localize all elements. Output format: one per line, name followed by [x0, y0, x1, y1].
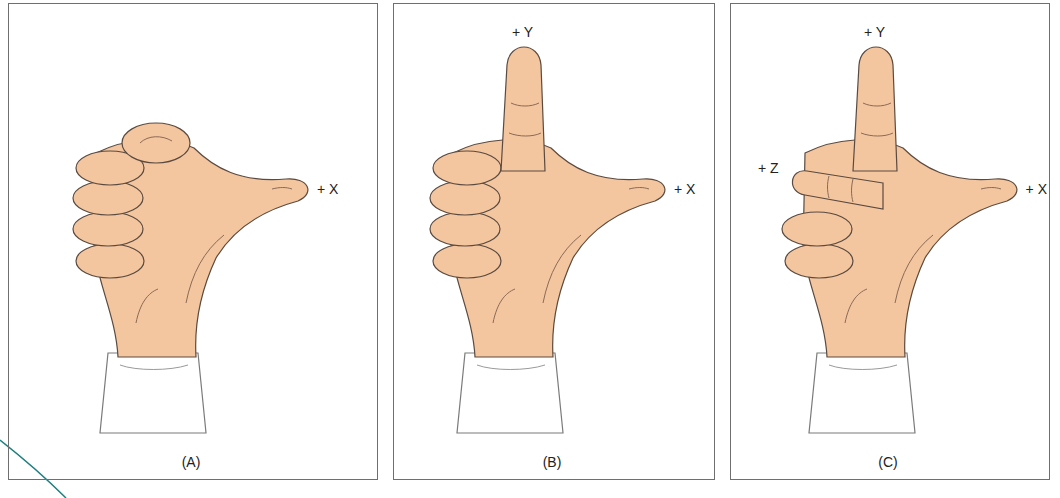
corner-arc	[0, 440, 66, 498]
panel-caption: (B)	[392, 454, 712, 471]
axis-label: + Y	[512, 24, 533, 41]
figure-panel: + Y + Z + X (C)	[730, 3, 1050, 480]
hand-figure-c	[782, 47, 1017, 433]
hand-figure-a	[73, 123, 308, 433]
axis-label: + X	[317, 181, 338, 198]
figure-panel: + Y + X (B)	[393, 3, 715, 480]
axis-label: + X	[674, 181, 695, 198]
panel-caption: (A)	[7, 454, 375, 471]
axis-label: + Z	[758, 160, 779, 177]
hand-figure-b	[430, 47, 665, 433]
axis-label: + Y	[864, 24, 885, 41]
axis-label: + X	[1026, 181, 1047, 198]
figure-panel: + X (A)	[8, 3, 378, 480]
panel-caption: (C)	[729, 454, 1047, 471]
